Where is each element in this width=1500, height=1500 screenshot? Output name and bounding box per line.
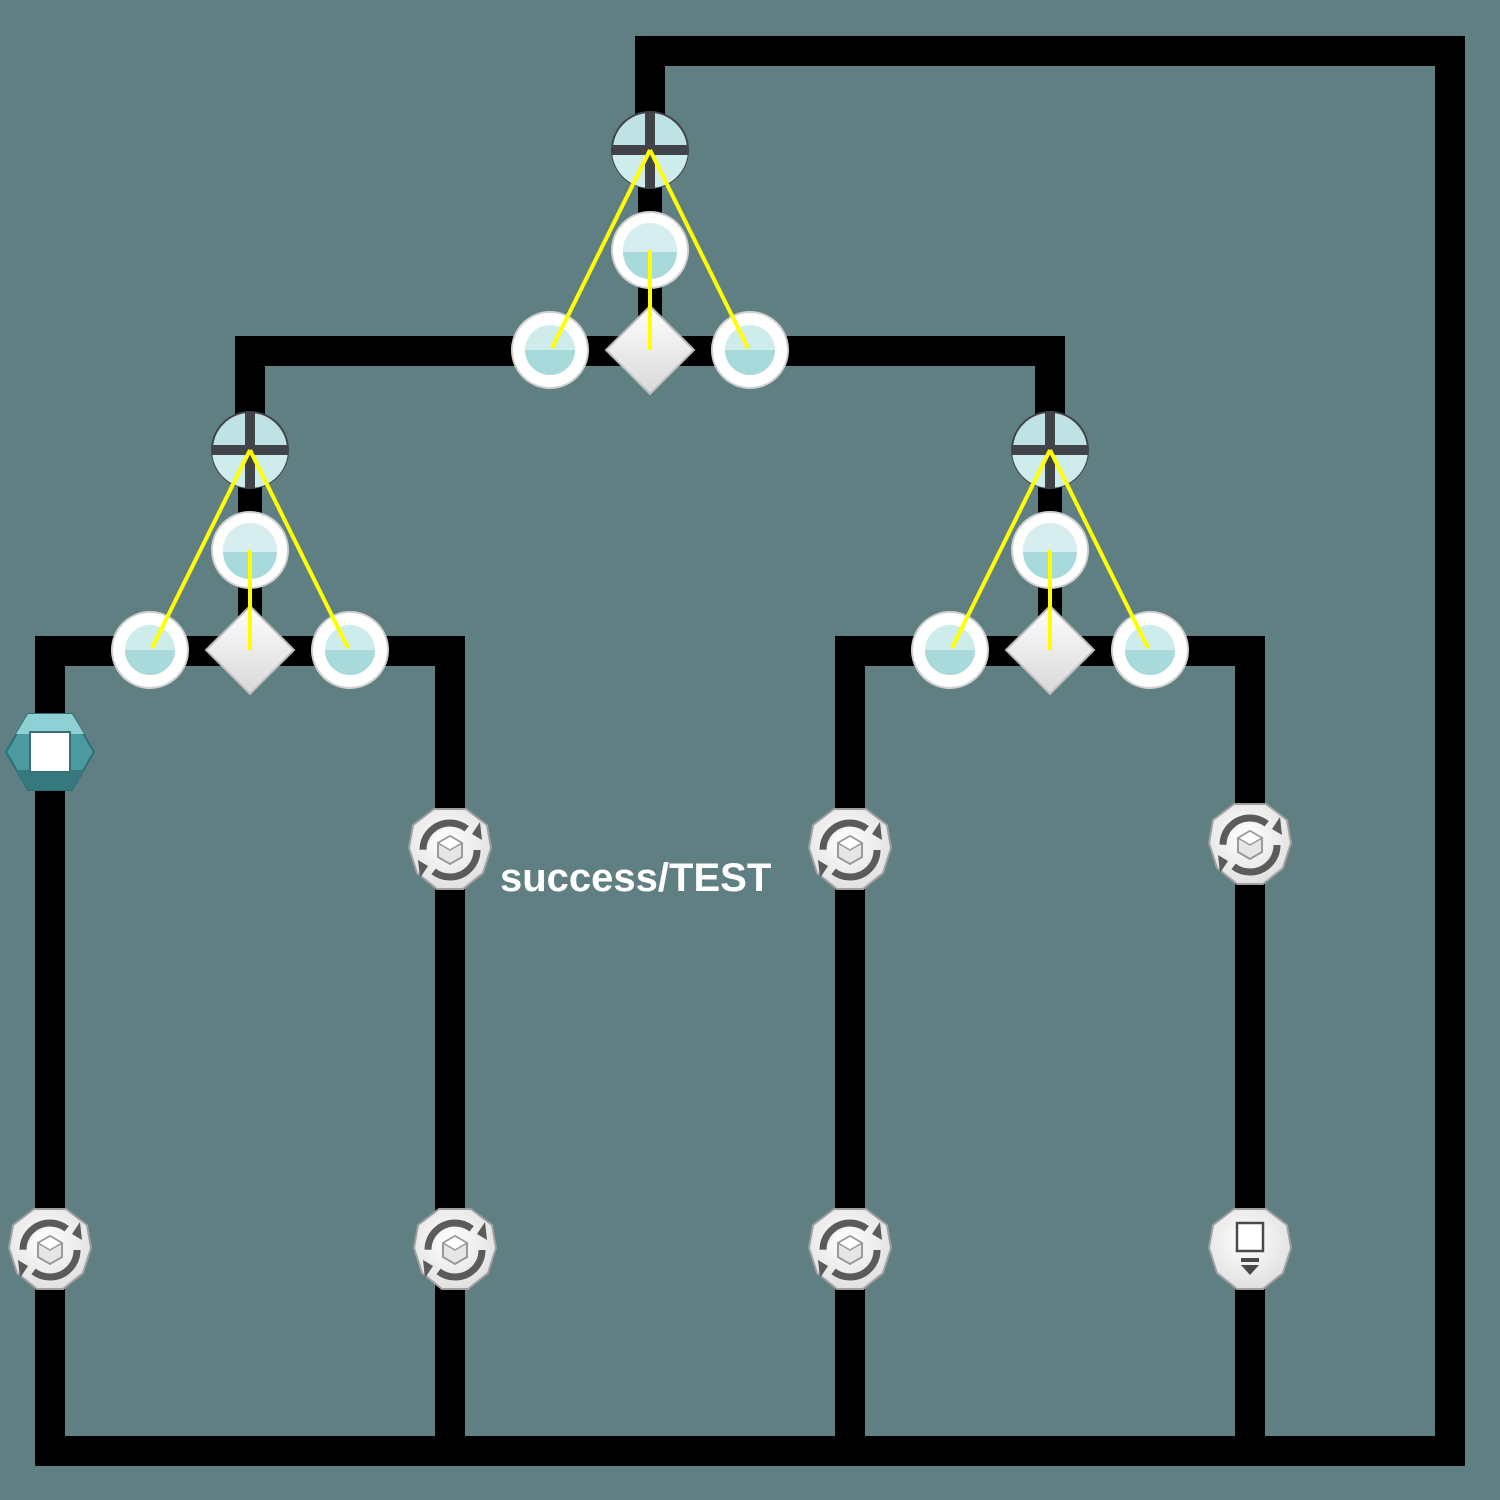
track-right-edge (1435, 36, 1465, 1466)
node-top-left[interactable] (511, 311, 589, 389)
status-label: success/TEST (500, 856, 771, 900)
link-lines-top (550, 149, 750, 350)
node-right-left[interactable] (911, 611, 989, 689)
gear-cube-icon[interactable] (809, 809, 891, 889)
node-left-right[interactable] (311, 611, 389, 689)
track-col-d (1235, 636, 1265, 1466)
gear-cube-icon[interactable] (9, 1209, 91, 1289)
gear-cube-icon[interactable] (809, 1209, 891, 1289)
track-col-b (435, 636, 465, 1466)
node-left-left[interactable] (111, 611, 189, 689)
track-col-c (835, 636, 865, 1466)
cluster-left (111, 411, 389, 695)
gear-cube-icon[interactable] (414, 1209, 496, 1289)
box-download-icon[interactable] (1207, 1207, 1293, 1291)
gear-cube-icon[interactable] (409, 809, 491, 889)
hexagon-stop-icon[interactable] (5, 713, 95, 791)
link-lines-right (950, 449, 1150, 650)
track-top-bar (635, 36, 1465, 66)
node-top-right[interactable] (711, 311, 789, 389)
gear-cube-icon[interactable] (1209, 804, 1291, 884)
link-lines-left (150, 449, 350, 650)
node-right-right[interactable] (1111, 611, 1189, 689)
cluster-top (511, 111, 789, 395)
track-bottom (35, 1436, 1465, 1466)
cluster-right (911, 411, 1189, 695)
